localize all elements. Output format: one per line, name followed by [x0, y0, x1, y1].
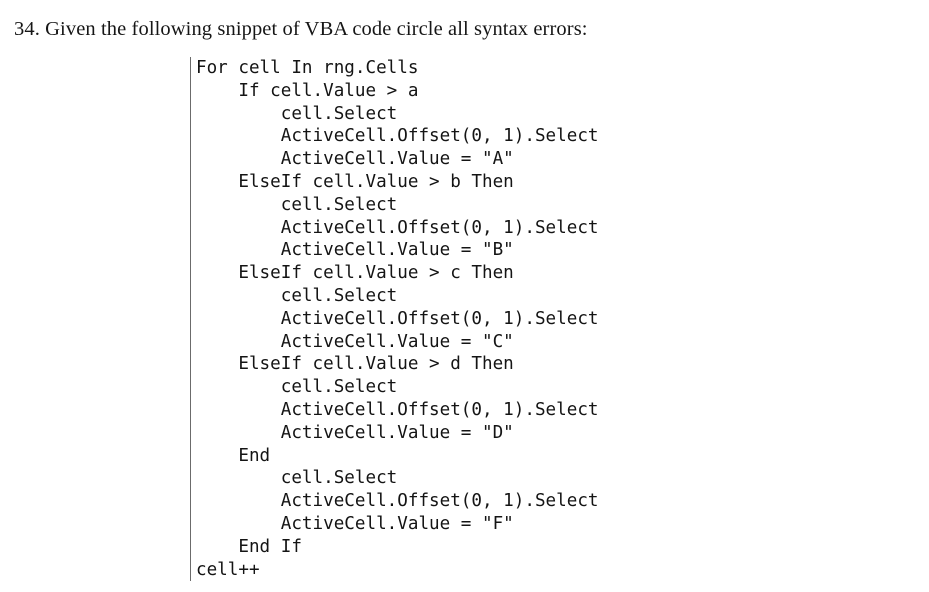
page-title: 34. Given the following snippet of VBA c…	[14, 18, 588, 40]
code-line: ActiveCell.Offset(0, 1).Select	[196, 399, 599, 420]
code-line: cell.Select	[196, 377, 398, 398]
code-line: ElseIf cell.Value > d Then	[196, 354, 514, 375]
code-line: ActiveCell.Offset(0, 1).Select	[196, 126, 599, 147]
code-line: ElseIf cell.Value > c Then	[196, 263, 514, 284]
code-line: ElseIf cell.Value > b Then	[196, 171, 514, 192]
code-line: ActiveCell.Offset(0, 1).Select	[196, 308, 599, 329]
code-line: If cell.Value > a	[196, 80, 419, 101]
code-line: cell.Select	[196, 103, 398, 124]
code-block: For cell In rng.Cells If cell.Value > a …	[190, 57, 599, 582]
code-line: cell++	[196, 559, 260, 580]
code-line: ActiveCell.Value = "F"	[196, 513, 514, 534]
code-line: End If	[196, 536, 302, 557]
code-line: ActiveCell.Offset(0, 1).Select	[196, 491, 599, 512]
code-line: For cell In rng.Cells	[196, 58, 419, 78]
code-line: ActiveCell.Value = "B"	[196, 240, 514, 261]
code-line: cell.Select	[196, 285, 398, 306]
code-line: ActiveCell.Value = "D"	[196, 422, 514, 443]
code-line: ActiveCell.Value = "A"	[196, 149, 514, 170]
code-line: End	[196, 445, 271, 466]
code-line: cell.Select	[196, 194, 398, 215]
code-line: ActiveCell.Offset(0, 1).Select	[196, 217, 599, 238]
code-line: ActiveCell.Value = "C"	[196, 331, 514, 352]
code-line: cell.Select	[196, 468, 398, 489]
